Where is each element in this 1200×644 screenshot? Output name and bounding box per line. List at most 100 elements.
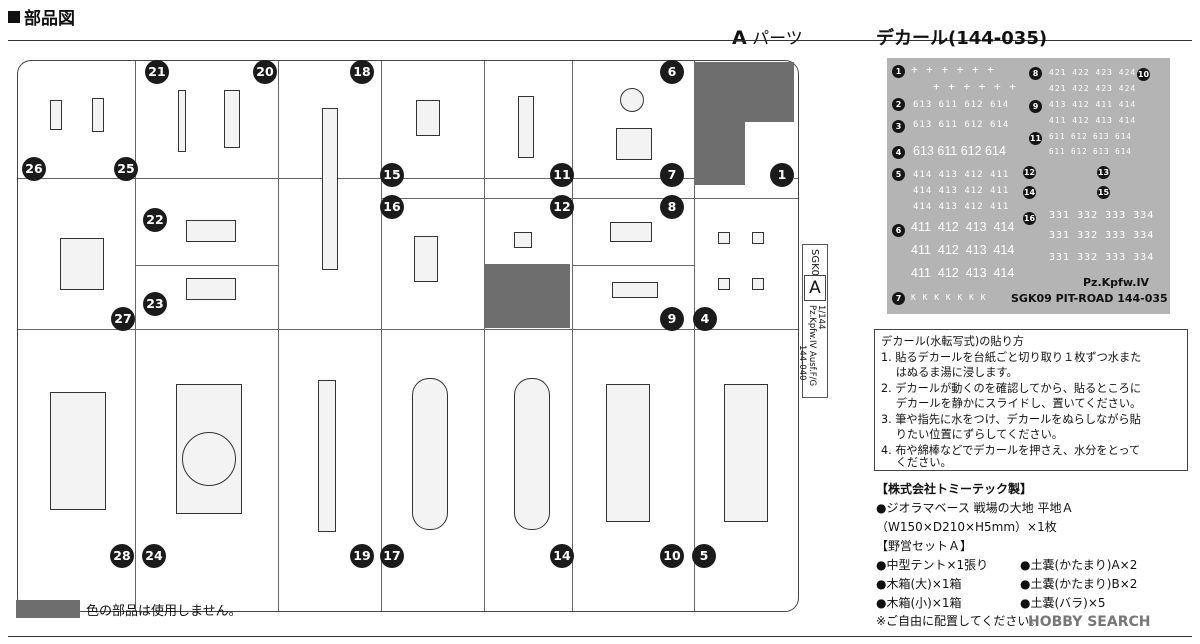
decal-number: 9	[1029, 100, 1042, 113]
decal-number: 13	[1097, 166, 1110, 179]
part-number-badge: 5	[692, 544, 716, 568]
runner-scale: 1/144	[816, 305, 826, 330]
divider	[694, 61, 695, 611]
contents-item: ●土嚢(かたまり)A×2	[1020, 558, 1138, 572]
part-number-badge: 14	[550, 544, 574, 568]
watermark: HOBBY SEARCH	[1028, 614, 1151, 630]
part-number-badge: 24	[142, 544, 166, 568]
set-title: 【野営セットＡ】	[876, 539, 973, 553]
decal-row: 413 412 411 414	[1049, 100, 1137, 109]
part-drawing	[186, 278, 236, 300]
part-number-badge: 27	[111, 307, 135, 331]
sheet-title: 部品図	[8, 4, 75, 29]
contents-item: ●土嚢(かたまり)B×2	[1020, 577, 1138, 591]
decal-number: 2	[892, 98, 905, 111]
decal-number: 12	[1023, 166, 1036, 179]
divider	[381, 198, 798, 199]
contents-line: （W150×D210×H5mm）×1枚	[876, 520, 1057, 534]
part-drawing	[92, 98, 104, 132]
part-drawing	[752, 278, 764, 290]
part-number-badge: 17	[380, 544, 404, 568]
part-number-badge: 21	[145, 60, 169, 84]
part-drawing	[186, 220, 236, 242]
decal-number: 10	[1137, 68, 1150, 81]
parts-suffix: パーツ	[752, 29, 803, 49]
decal-row: 414 413 412 411	[913, 186, 1010, 196]
decal-number: 7	[892, 292, 905, 305]
divider	[18, 329, 798, 330]
part-number-badge: 4	[693, 307, 717, 331]
part-number-badge: 26	[22, 157, 46, 181]
divider	[135, 265, 278, 266]
top-rule	[8, 40, 1192, 41]
square-icon	[8, 11, 20, 23]
part-drawing	[610, 222, 652, 242]
part-drawing	[322, 108, 338, 270]
part-drawing	[178, 90, 186, 152]
unused-color-swatch	[16, 600, 80, 618]
part-drawing	[514, 232, 532, 248]
decal-row: 611 612 613 614	[1049, 147, 1132, 156]
decal-number: 14	[1023, 186, 1036, 199]
part-number-badge: 16	[380, 195, 404, 219]
decal-row: 414 413 412 411	[913, 170, 1010, 180]
decal-row: 331 332 333 334	[1049, 252, 1155, 263]
divider	[381, 61, 382, 611]
decal-maker-line: SGK09 PIT-ROAD 144-035	[1011, 292, 1168, 305]
part-number-badge: 19	[350, 544, 374, 568]
part-drawing	[612, 282, 658, 298]
part-number-badge: 25	[114, 157, 138, 181]
part-drawing	[518, 96, 534, 158]
part-drawing	[718, 278, 730, 290]
instruction-line: りたい位置にずらしてください。	[881, 428, 1063, 441]
part-number-badge: 12	[550, 195, 574, 219]
parts-letter: A	[732, 27, 747, 49]
part-drawing	[224, 90, 240, 148]
decal-number: 1	[892, 65, 905, 78]
contents-line: ●ジオラマベース 戦場の大地 平地Ａ	[876, 501, 1074, 515]
part-number-badge: 8	[660, 195, 684, 219]
part-drawing	[616, 128, 652, 160]
part-number-badge: 11	[550, 163, 574, 187]
instruction-line: デカールを静かにスライドし、置いてください。	[881, 397, 1142, 410]
part-drawing	[606, 384, 650, 522]
decal-row: 613 611 612 614	[913, 120, 1010, 130]
runner-code: SGK09	[809, 249, 820, 283]
contents-note: ※ご自由に配置してください。	[876, 614, 1042, 628]
part-number-badge: 20	[253, 60, 277, 84]
decal-row: 613 611 612 614	[913, 144, 1006, 158]
runner-model: Pz.Kpfw.IV Ausf.F/G	[807, 305, 817, 387]
part-drawing	[718, 232, 730, 244]
maker-heading: 【株式会社トミーテック製】	[876, 482, 1033, 496]
decal-row: 414 413 412 411	[913, 202, 1010, 212]
decal-row: 331 332 333 334	[1049, 230, 1155, 241]
decal-number: 6	[892, 224, 905, 237]
divider	[572, 265, 694, 266]
runner-letter: A	[804, 275, 826, 301]
sheet-title-text: 部品図	[24, 9, 75, 29]
contents-item: ●中型テント×1張り	[876, 558, 989, 572]
part-number-badge: 22	[143, 208, 167, 232]
decal-row: 421 422 423 424	[1049, 68, 1137, 77]
legend-text: 色の部品は使用しません。	[86, 604, 242, 619]
part-number-badge: 6	[660, 60, 684, 84]
part-number-badge: 28	[110, 544, 134, 568]
part-drawing	[414, 236, 438, 282]
instruction-line: 3. 筆や指先に水をつけ、デカールをぬらしながら貼	[881, 413, 1141, 426]
decal-sheet: 1 + + + + + + + + + + + + 2 3 613 611 61…	[887, 58, 1170, 314]
decal-row: + + + + + +	[933, 80, 1017, 93]
sprue-frame	[17, 60, 799, 612]
decal-row: 421 422 423 424	[1049, 84, 1137, 93]
decal-row: + + + + + +	[911, 63, 995, 76]
decal-number: 11	[1029, 132, 1042, 145]
turret-ring	[182, 432, 236, 486]
decal-model-name: Pz.Kpfw.IV	[1083, 276, 1150, 289]
part-drawing	[318, 380, 336, 532]
part-drawing	[514, 378, 550, 530]
part-number-badge: 1	[770, 163, 794, 187]
decal-number: 4	[892, 146, 905, 159]
decal-row: 613 611 612 614	[913, 100, 1010, 110]
instruction-line: はぬるま湯に浸します。	[881, 366, 1018, 379]
decal-row: 411 412 413 414	[911, 266, 1015, 280]
contents-item: ●木箱(小)×1箱	[876, 596, 962, 610]
